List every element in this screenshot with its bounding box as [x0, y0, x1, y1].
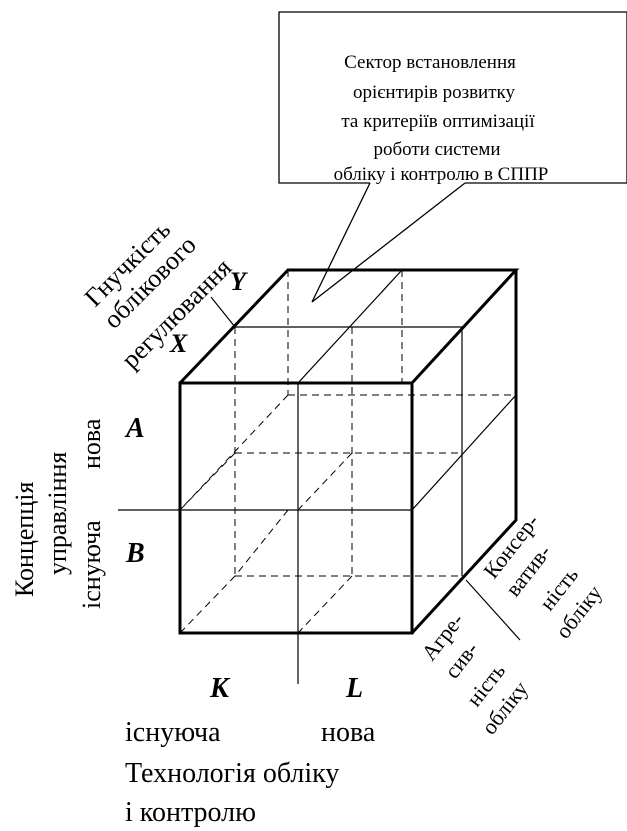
- bottom-axis-l-label: L: [345, 673, 363, 704]
- callout-box: [278, 11, 627, 184]
- left-axis-b-label: B: [125, 538, 145, 569]
- cube-section-lines: [118, 269, 517, 684]
- callout-line-3: та критеріїв оптимізації: [341, 111, 535, 132]
- bottom-axis-line-1: Технологія обліку: [125, 758, 339, 789]
- bottom-axis-line-2: і контролю: [125, 797, 256, 828]
- left-axis-line-1: Концепція: [10, 482, 39, 597]
- cube-hidden-lines: [179, 270, 516, 634]
- right-axis: Агре- сив- ність обліку Консер- ватив- н…: [416, 509, 607, 739]
- callout-pointer-left: [311, 182, 371, 303]
- left-axis: A B Концепція управління нова існуюча: [10, 413, 145, 609]
- callout-pointer-right: [311, 182, 466, 303]
- top-axis-y-label: Y: [230, 267, 248, 296]
- top-axis: Гнучкість облікового регулювання X Y: [79, 215, 248, 374]
- top-axis-x-label: X: [169, 329, 188, 358]
- bottom-axis-k-label: К: [209, 673, 231, 704]
- cube-right-face: [410, 270, 518, 635]
- cube-outline: [178, 268, 520, 635]
- bottom-axis-isnuyucha: існуюча: [125, 717, 221, 748]
- bottom-axis: К L існуюча нова Технологія обліку і кон…: [125, 673, 376, 828]
- bottom-axis-nova: нова: [321, 717, 376, 748]
- cube-front-face: [178, 381, 414, 635]
- right-axis-divider: [465, 579, 521, 641]
- callout-line-1: Сектор встановлення: [344, 52, 516, 73]
- callout-line-4: роботи системи: [373, 139, 500, 160]
- callout-line-5: обліку і контролю в СППР: [334, 164, 549, 185]
- left-axis-line-2: управління: [43, 452, 72, 575]
- callout-line-2: орієнтирів розвитку: [353, 82, 515, 103]
- cube-top-face: [178, 268, 520, 385]
- left-axis-isnuyucha: існуюча: [77, 520, 106, 609]
- left-axis-a-label: A: [124, 413, 145, 444]
- callout: Сектор встановлення орієнтирів розвитку …: [278, 11, 627, 303]
- left-axis-nova: нова: [77, 418, 106, 469]
